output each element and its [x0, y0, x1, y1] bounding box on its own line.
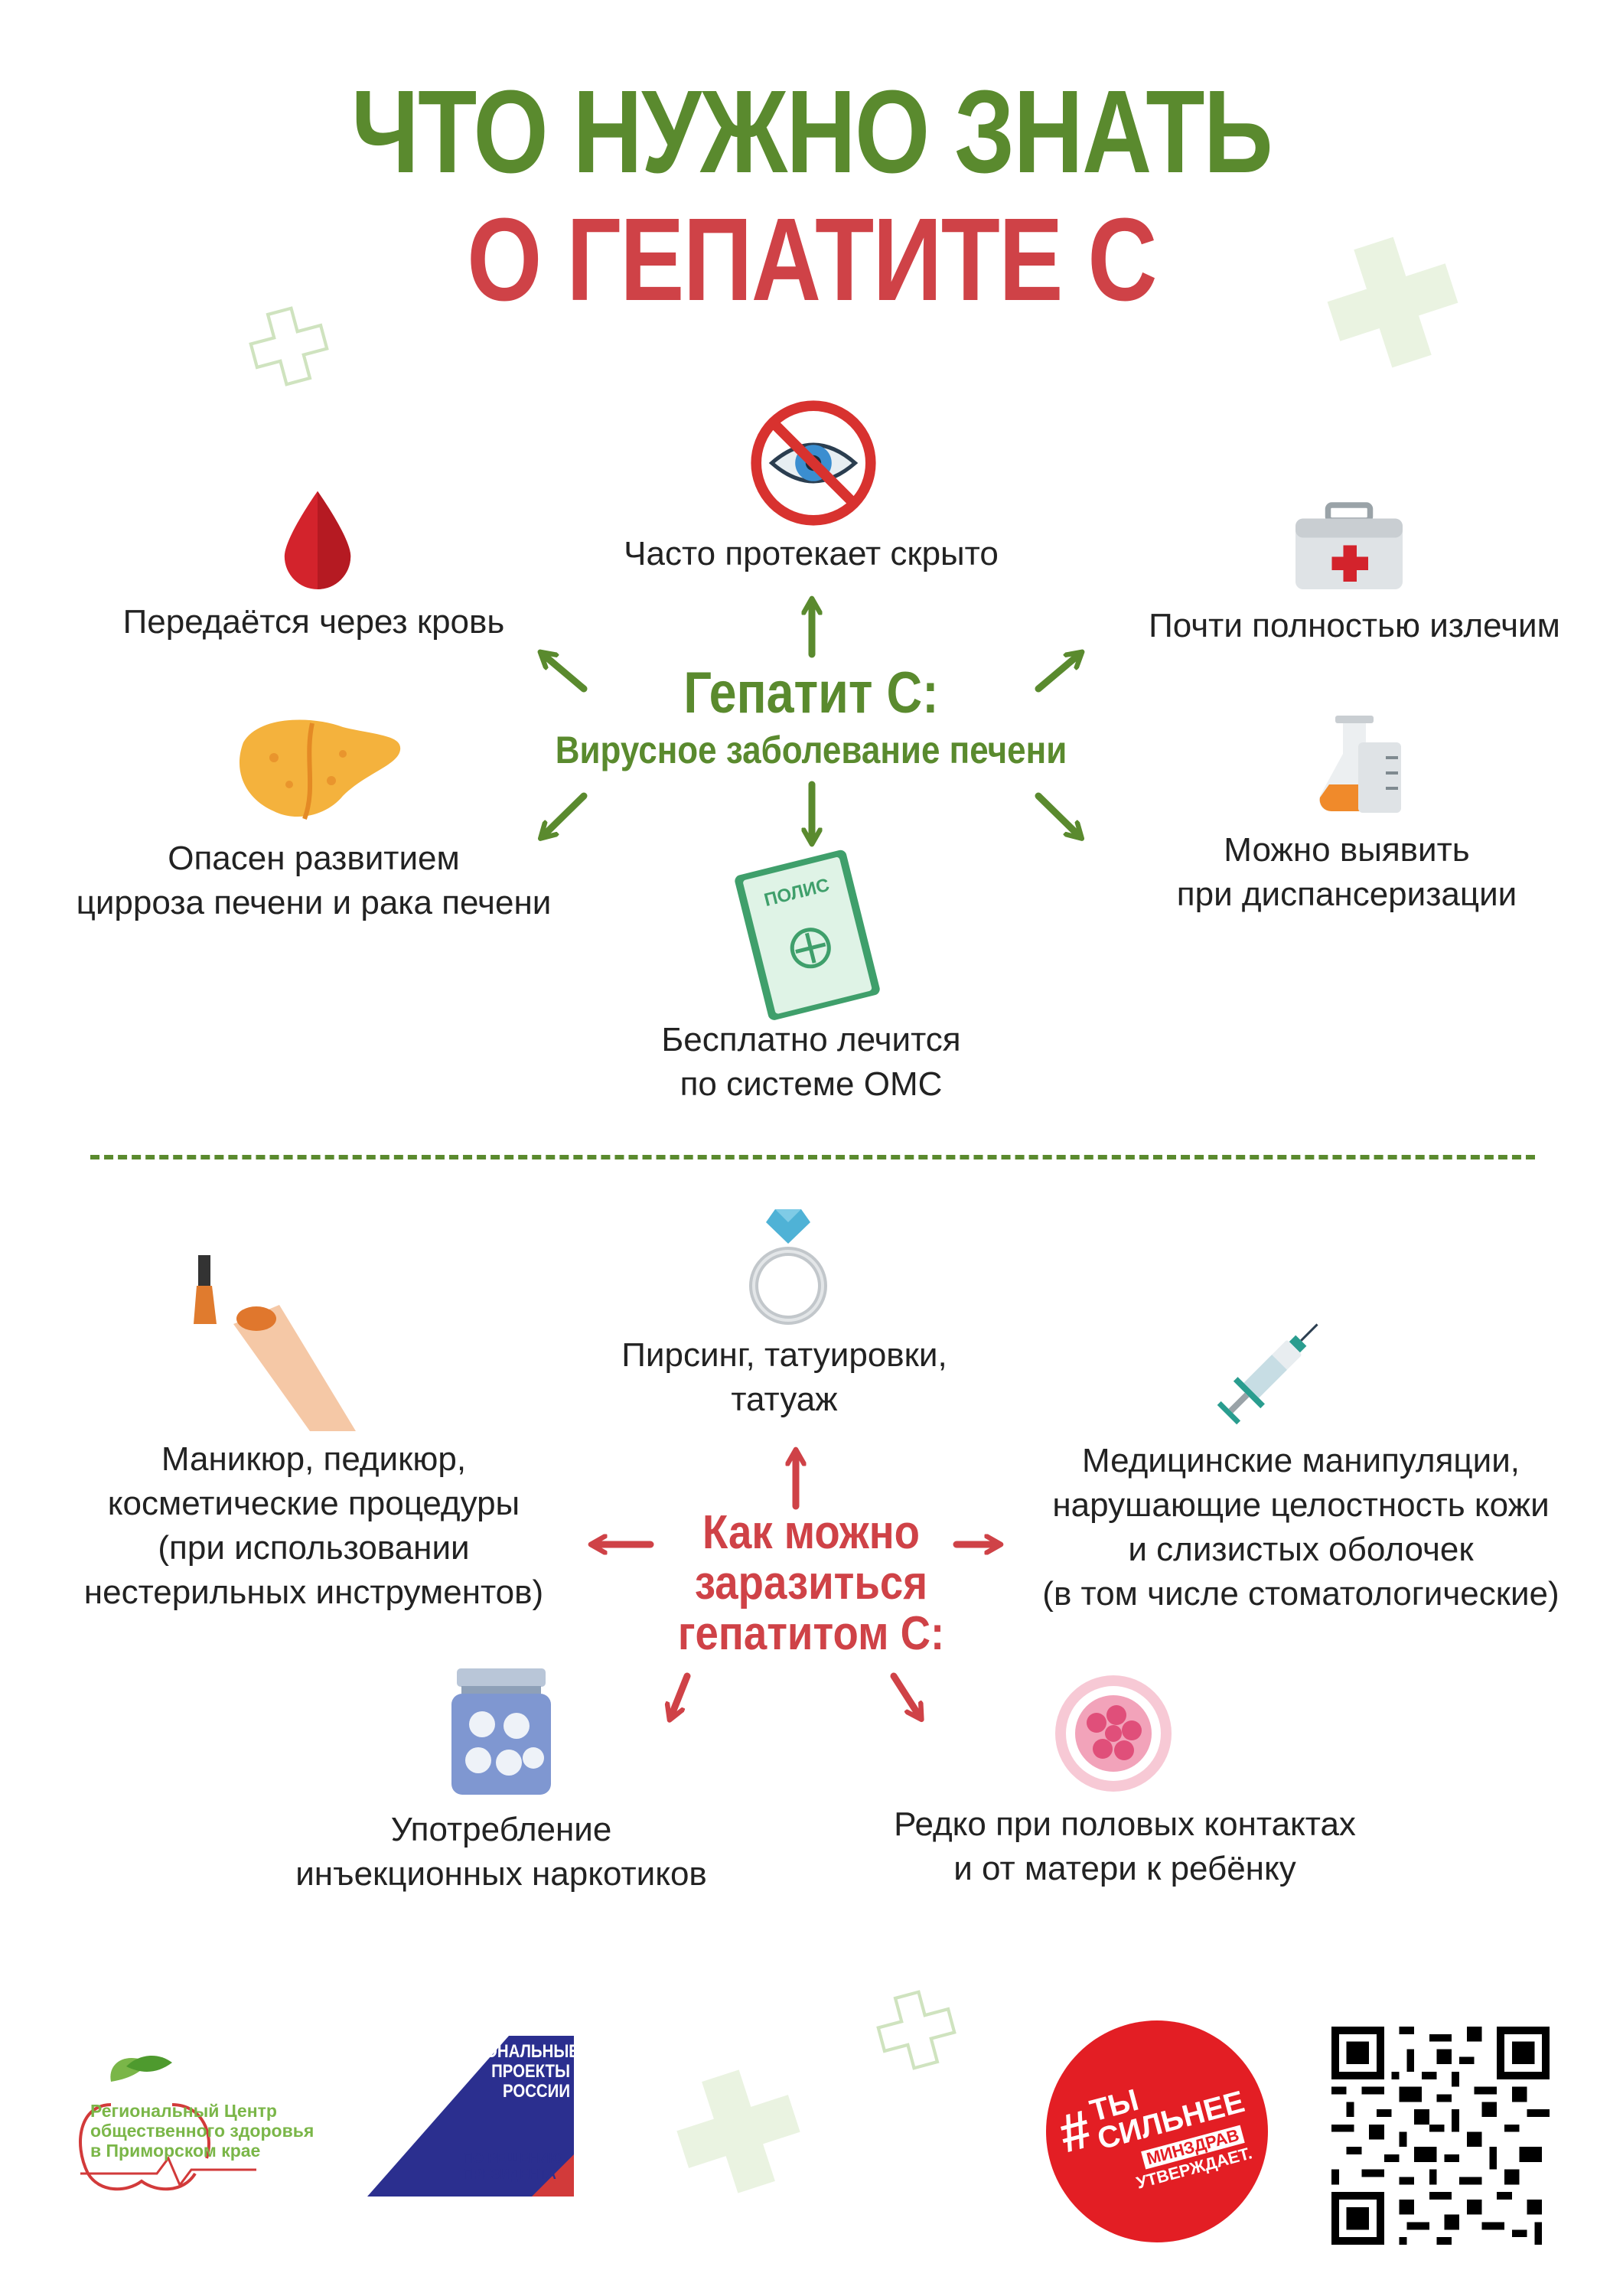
ring-icon [749, 1209, 827, 1325]
green-arrows [0, 0, 1623, 1148]
how-infected-line3: гепатитом С: [677, 1607, 945, 1660]
decorative-cross-outline-icon [249, 306, 329, 386]
national-projects-line3: РОССИИ [502, 2081, 570, 2102]
regional-center-line2: общественного здоровья [90, 2121, 314, 2141]
lab-flask-icon [1319, 716, 1401, 813]
qr-code-icon [1331, 2027, 1550, 2245]
fact-screening-line1: Можно выявить [1224, 831, 1470, 869]
how-infected-center: Как можно заразиться гепатитом С: [643, 1508, 979, 1659]
regional-center-logo-icon [79, 2055, 256, 2191]
fact-screening: Можно выявить при диспансеризации [1094, 828, 1599, 917]
way-medical-line2: нарушающие целостность кожи [1052, 1486, 1550, 1524]
crossed-eye-icon [751, 400, 876, 526]
national-projects-title: НАЦИОНАЛЬНЫЕ ПРОЕКТЫ РОССИИ [440, 2041, 579, 2102]
way-manicure-line2: косметические процедуры [107, 1485, 520, 1522]
hepatitis-center-subtitle: Вирусное заболевание печени [555, 729, 1067, 771]
regional-center-line3: в Приморском крае [90, 2141, 261, 2161]
fact-curable: Почти полностью излечим [1149, 607, 1560, 644]
cell-icon [1055, 1675, 1172, 1792]
fact-cirrhosis-line1: Опасен развитием [168, 840, 460, 877]
fact-screening-line2: при диспансеризации [1176, 876, 1517, 913]
decorative-cross-icon [1327, 236, 1458, 368]
blood-drop-icon [284, 491, 351, 589]
decorative-cross-icon [676, 2069, 800, 2193]
fact-cirrhosis-line2: цирроза печени и рака печени [76, 884, 552, 921]
pill-jar-icon [451, 1668, 551, 1795]
national-projects-sub: ПО РЕШЕНИЮ ПРЕЗИДЕНТА [463, 2151, 578, 2183]
red-arrows [0, 1416, 1623, 1760]
way-manicure-line3: (при использовании [158, 1529, 470, 1567]
way-contacts-line2: и от матери к ребёнку [953, 1850, 1296, 1887]
way-medical-line1: Медицинские манипуляции, [1081, 1442, 1520, 1479]
insurance-policy-icon: ПОЛИС [735, 850, 880, 1020]
way-piercing: Пирсинг, татуировки, татуаж [536, 1333, 1033, 1422]
first-aid-kit-icon [1295, 502, 1403, 589]
national-projects-line2: ПРОЕКТЫ [491, 2061, 570, 2082]
way-medical-line4: (в том числе стоматологические) [1042, 1575, 1559, 1613]
fact-blood: Передаётся через кровь [122, 603, 505, 641]
way-medical: Медицинские манипуляции, нарушающие цело… [995, 1439, 1607, 1616]
decorative-cross-outline-icon [876, 1990, 957, 2070]
syringe-icon [1217, 1323, 1318, 1425]
fact-hidden: Часто протекает скрыто [624, 535, 999, 572]
manicure-icon [194, 1255, 356, 1431]
way-drugs-line1: Употребление [390, 1811, 612, 1848]
regional-center-line1: Региональный Центр [90, 2101, 277, 2121]
fact-free-treatment: Бесплатно лечится по системе ОМС [536, 1018, 1087, 1107]
way-piercing-line2: татуаж [731, 1381, 838, 1418]
fact-cirrhosis: Опасен развитием цирроза печени и рака п… [46, 837, 582, 925]
national-projects-sub-line2: ПРЕЗИДЕНТА [463, 2167, 556, 2182]
national-projects-sub-line1: ПО РЕШЕНИЮ [463, 2151, 563, 2166]
national-projects-logo-icon [367, 2036, 574, 2197]
how-infected-line2: заразиться [694, 1557, 928, 1609]
way-drugs: Употребление инъекционных наркотиков [253, 1808, 750, 1896]
campaign-logo-text: # ТЫ СИЛЬНЕЕ МИНЗДРАВ УТВЕРЖДАЕТ. [1021, 1995, 1292, 2267]
way-manicure-line1: Маникюр, педикюр, [161, 1440, 467, 1478]
how-infected-line1: Как можно [702, 1506, 920, 1559]
way-contacts: Редко при половых контактах и от матери … [826, 1802, 1423, 1891]
way-medical-line3: и слизистых оболочек [1128, 1531, 1474, 1568]
way-contacts-line1: Редко при половых контактах [894, 1805, 1356, 1843]
way-manicure: Маникюр, педикюр, косметические процедур… [31, 1437, 597, 1615]
liver-icon [239, 719, 401, 820]
page-title-line1: ЧТО НУЖНО ЗНАТЬ [351, 66, 1273, 197]
way-manicure-line4: нестерильных инструментов) [83, 1574, 544, 1611]
way-drugs-line2: инъекционных наркотиков [295, 1855, 707, 1893]
fact-free-line2: по системе ОМС [680, 1065, 943, 1103]
page-title-line2: О ГЕПАТИТЕ С [467, 194, 1157, 325]
hepatitis-center-title: Гепатит С: [683, 660, 939, 726]
campaign-logo: # ТЫ СИЛЬНЕЕ МИНЗДРАВ УТВЕРЖДАЕТ. [1046, 2020, 1268, 2242]
regional-center-text: Региональный Центр общественного здоровь… [90, 2101, 350, 2161]
fact-free-line1: Бесплатно лечится [661, 1021, 961, 1058]
way-piercing-line1: Пирсинг, татуировки, [621, 1336, 947, 1374]
national-projects-line1: НАЦИОНАЛЬНЫЕ [440, 2041, 579, 2062]
section-divider [90, 1155, 1535, 1159]
